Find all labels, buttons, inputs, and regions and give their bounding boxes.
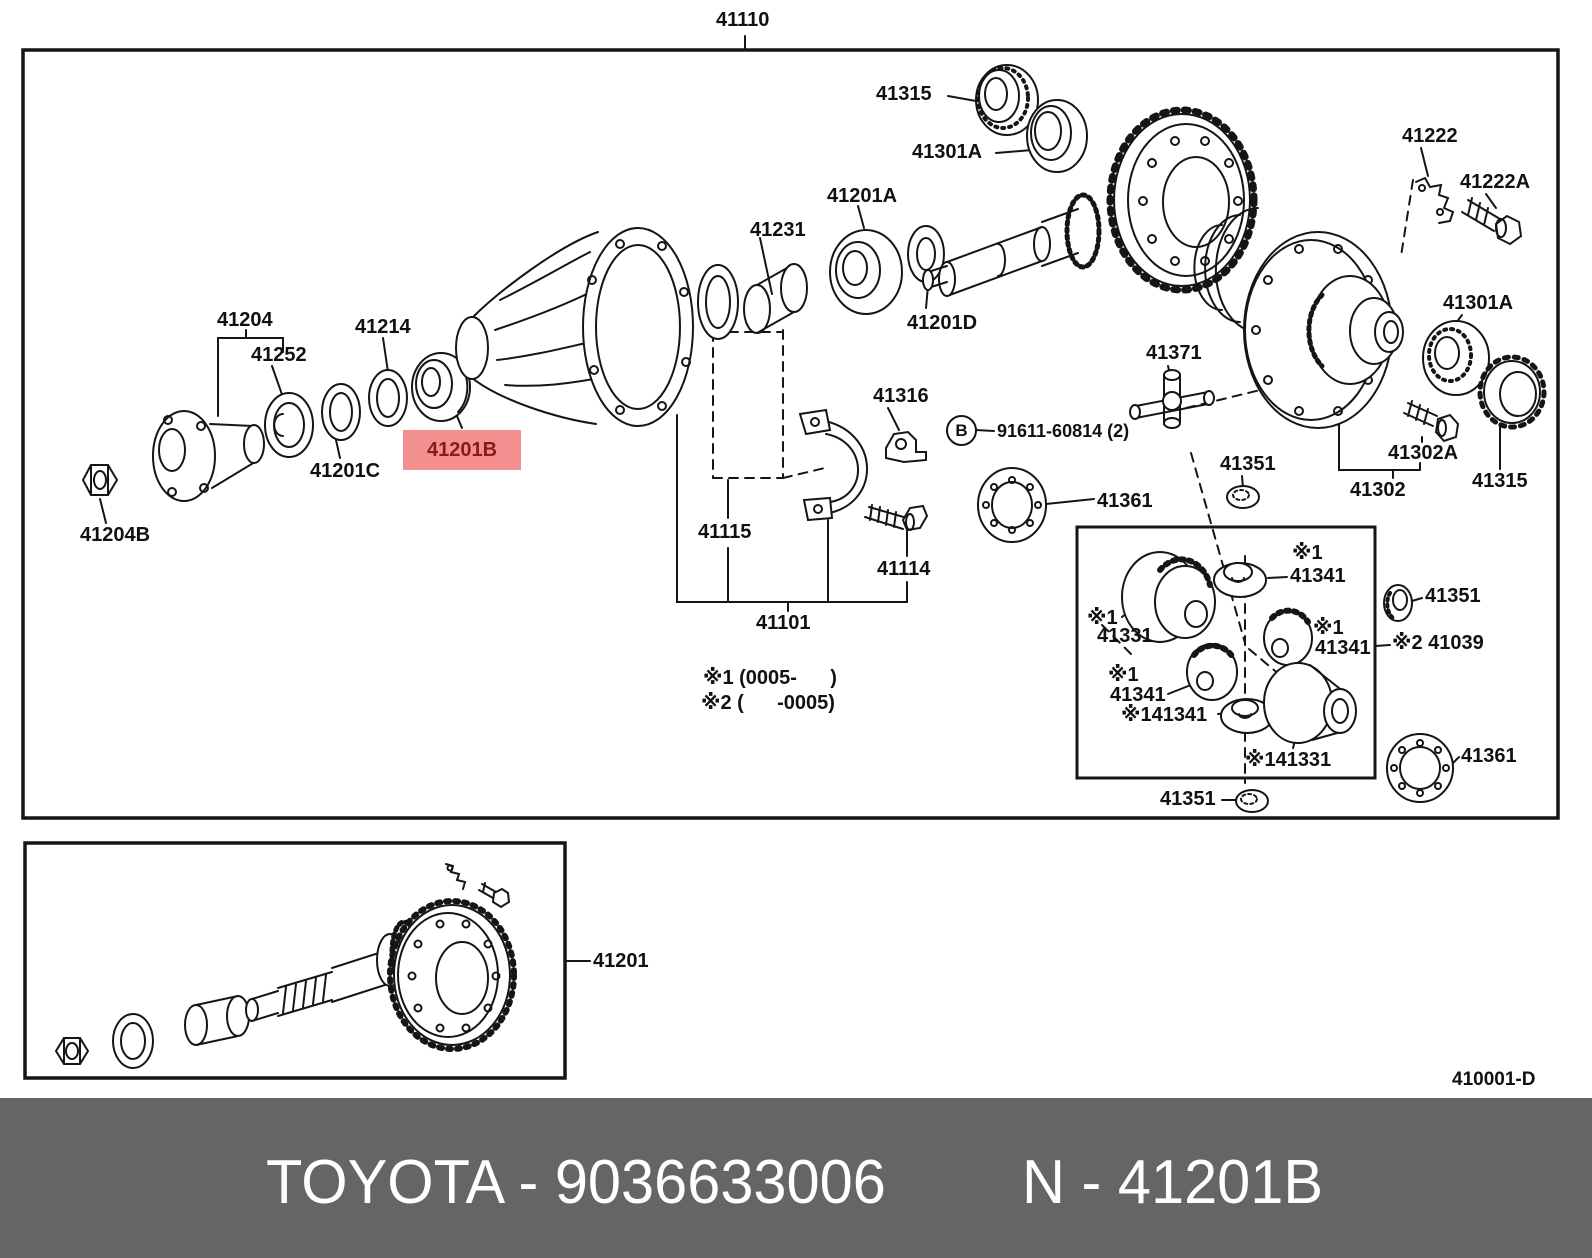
- callout-41252[interactable]: 41252: [251, 344, 307, 366]
- differential-case-drawing: [1193, 176, 1547, 813]
- callout-41231[interactable]: 41231: [750, 219, 806, 241]
- callout-41301a-top[interactable]: 41301A: [912, 141, 983, 163]
- callout-41361-right[interactable]: 41361: [1461, 745, 1517, 767]
- callout-41204[interactable]: 41204: [217, 309, 273, 331]
- main-diagram-border: [21, 35, 1560, 1080]
- callout-41351-right[interactable]: 41351: [1425, 585, 1481, 607]
- callout-41341-right[interactable]: 41341: [1315, 637, 1371, 659]
- callout-41315-top[interactable]: 41315: [876, 83, 932, 105]
- spider-and-washers-drawing: [977, 369, 1260, 543]
- pinion-ring-gear-subassembly-drawing: [54, 863, 517, 1069]
- callout-41331[interactable]: 41331: [1097, 625, 1153, 647]
- differential-gear-kit-inset: [1075, 525, 1377, 780]
- callout-141331[interactable]: ※141331: [1245, 749, 1332, 771]
- note-1: ※1 (0005- ): [703, 667, 837, 689]
- callout-41204b[interactable]: 41204B: [80, 524, 151, 546]
- footer-reference-number: N - 41201B: [1022, 1148, 1324, 1217]
- callout-41222[interactable]: 41222: [1402, 125, 1458, 147]
- callout-141341[interactable]: ※141341: [1121, 704, 1208, 726]
- callout-41110[interactable]: 41110: [716, 9, 770, 31]
- mark-note1-b: ※1: [1087, 607, 1118, 629]
- callout-41316[interactable]: 41316: [873, 385, 929, 407]
- callout-41201a[interactable]: 41201A: [827, 185, 898, 207]
- b-reference-mark: B: [946, 415, 977, 446]
- pinion-bearing-41201b-drawing: [411, 352, 471, 422]
- companion-flange-drawing: [81, 369, 408, 502]
- callout-41351-bottom[interactable]: 41351: [1160, 788, 1216, 810]
- leader-lines: [99, 95, 1501, 962]
- callout-41201d[interactable]: 41201D: [907, 312, 978, 334]
- callout-41301a-right[interactable]: 41301A: [1443, 292, 1514, 314]
- callout-41114[interactable]: 41114: [877, 558, 931, 580]
- callout-41341-lower[interactable]: 41341: [1110, 684, 1166, 706]
- callout-41201b-highlighted[interactable]: 41201B: [403, 430, 522, 470]
- callout-91611-60814[interactable]: 91611-60814 (2): [997, 421, 1130, 441]
- mark-note1-a: ※1: [1292, 542, 1323, 564]
- bearing-cap-drawing: [798, 408, 929, 532]
- mark-note1-c: ※1: [1313, 617, 1344, 639]
- note-2: ※2 ( -0005): [701, 692, 835, 714]
- carrier-housing-drawing: [455, 227, 739, 427]
- drive-pinion-and-ring-gear-drawing: [743, 64, 1258, 334]
- callout-41361-left[interactable]: 41361: [1097, 490, 1153, 512]
- dashed-lines: [712, 179, 1414, 784]
- callout-41371[interactable]: 41371: [1146, 342, 1202, 364]
- mark-note1-d: ※1: [1108, 664, 1139, 686]
- callout-41039-kit[interactable]: ※2 41039: [1392, 632, 1484, 654]
- callout-41302[interactable]: 41302: [1350, 479, 1406, 501]
- callout-41101[interactable]: 41101: [756, 612, 811, 634]
- footer-brand-part-number: TOYOTA - 9036633006: [266, 1148, 886, 1217]
- callout-41315-right[interactable]: 41315: [1472, 470, 1528, 492]
- callout-41302a[interactable]: 41302A: [1388, 442, 1459, 464]
- callout-41341-top[interactable]: 41341: [1290, 565, 1346, 587]
- callout-41222a[interactable]: 41222A: [1460, 171, 1531, 193]
- callout-41201-sub[interactable]: 41201: [593, 950, 649, 972]
- callout-41115[interactable]: 41115: [698, 521, 752, 543]
- callout-41351-upper[interactable]: 41351: [1220, 453, 1276, 475]
- sheet-code: 410001-D: [1452, 1069, 1536, 1090]
- callout-41214[interactable]: 41214: [355, 316, 411, 338]
- footer-bar: TOYOTA - 9036633006 N - 41201B: [0, 1098, 1592, 1258]
- callout-41201c[interactable]: 41201C: [310, 460, 381, 482]
